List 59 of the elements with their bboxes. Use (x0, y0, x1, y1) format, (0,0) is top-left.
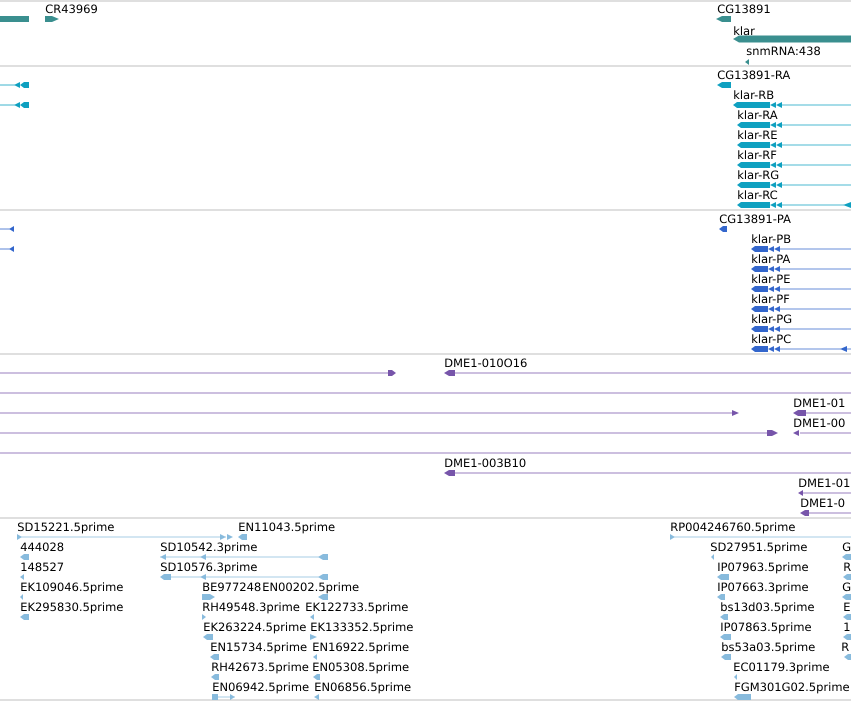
feature-label: RP004246760.5prime (671, 522, 795, 534)
feature-label: klar-PF (752, 294, 790, 304)
feature-label: snmRNA:438 (746, 46, 820, 56)
feature-label: 1 (844, 622, 850, 631)
feature-label: 444028 (20, 542, 64, 552)
feature-label: SD27951.5prime (710, 542, 807, 554)
feature-label: EN15734.5prime (211, 642, 306, 654)
feature-label: DME1-01 (799, 478, 850, 488)
feature-label: CG13891-RA (718, 70, 790, 80)
feature-label: SD10542.3prime (160, 542, 257, 554)
feature-label: bs53a03.5prime (722, 642, 815, 654)
feature-label: klar-PC (752, 334, 791, 344)
feature-label: DME1-003B10 (445, 458, 526, 468)
feature-label: E (844, 602, 850, 611)
feature-label: SD15221.5prime (18, 522, 114, 534)
feature-label: BE977248 (203, 582, 260, 592)
feature-label: 148527 (21, 562, 64, 572)
feature-label: RH49548.3prime (203, 602, 300, 614)
feature-label: R (842, 642, 849, 651)
feature-label: IP07663.3prime (718, 582, 808, 594)
feature-label: klar-PE (752, 274, 790, 284)
feature-label: EK133352.5prime (311, 622, 413, 634)
feature-label: EK295830.5prime (21, 602, 123, 614)
feature-label: DME1-00 (794, 418, 845, 428)
feature-label: EN00202.5prime (263, 582, 358, 594)
feature-label: klar-RE (738, 130, 777, 140)
feature-label: bs13d03.5prime (721, 602, 814, 614)
feature-label: CG13891-PA (720, 214, 791, 224)
feature-label: EC01179.3prime (734, 662, 829, 674)
feature-label: klar (734, 26, 755, 36)
feature-label: CR43969 (46, 4, 97, 14)
feature-label: DME1-01 (794, 398, 844, 408)
feature-label: DME1-0 (801, 498, 844, 508)
feature-label: EN06856.5prime (315, 682, 410, 694)
feature-label: EN11043.5prime (239, 522, 334, 534)
feature-label: EK109046.5prime (21, 582, 123, 594)
feature-label: klar-RA (738, 110, 778, 120)
feature-label: G (842, 542, 850, 552)
feature-label: EN05308.5prime (313, 662, 408, 674)
feature-label: EK122733.5prime (306, 602, 408, 614)
feature-label: klar-RF (738, 150, 776, 160)
feature-label: klar-PA (752, 254, 790, 264)
feature-label: R (844, 562, 851, 571)
feature-label: EK263224.5prime (204, 622, 306, 634)
feature-label: klar-PB (752, 234, 790, 244)
feature-label: klar-RC (738, 190, 778, 200)
feature-label: DME1-010O16 (445, 358, 527, 368)
feature-label: IP07963.5prime (718, 562, 808, 574)
feature-label: RH42673.5prime (212, 662, 308, 674)
feature-label: klar-RB (734, 90, 774, 100)
feature-label: EN16922.5prime (313, 642, 408, 654)
feature-label: CG13891 (718, 4, 770, 14)
feature-label: G (842, 582, 850, 592)
feature-label: klar-PG (752, 314, 792, 324)
feature-label: EN06942.5prime (213, 682, 308, 694)
feature-label: SD10576.3prime (160, 562, 257, 574)
feature-label: FGM301G02.5prime (735, 682, 849, 694)
feature-label: klar-RG (738, 170, 778, 180)
feature-label: IP07863.5prime (721, 622, 811, 634)
